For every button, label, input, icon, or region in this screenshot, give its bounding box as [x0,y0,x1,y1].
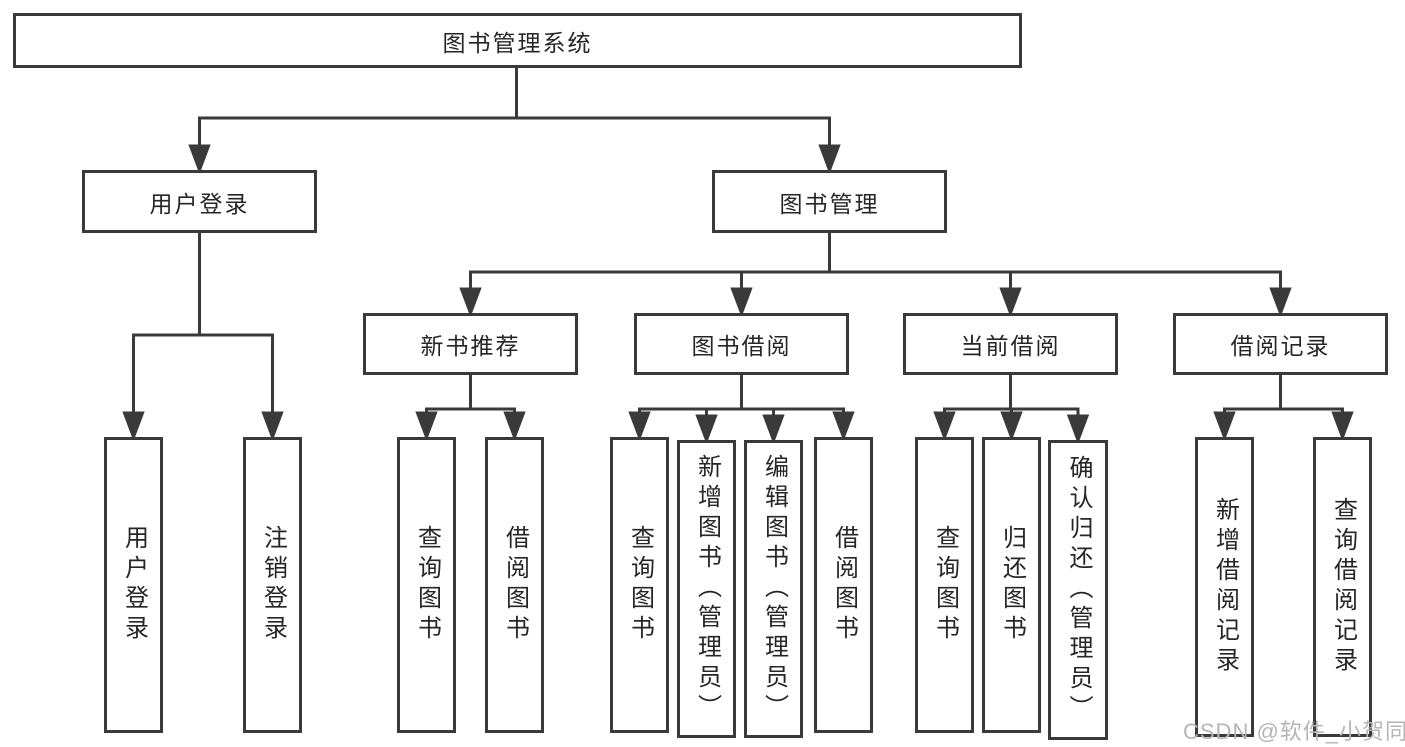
leaf-newbook-query-books: 查询图书 [397,437,456,733]
node-new-book-recommend-label: 新书推荐 [420,333,521,359]
leaf-current-query-books: 查询图书 [915,437,974,733]
node-book-management-label: 图书管理 [779,190,880,217]
leaf-borrow-edit-books-admin: 编辑图书（管理员） [744,440,803,738]
node-book-borrow: 图书借阅 [634,313,849,375]
node-current-borrow-label: 当前借阅 [960,333,1061,359]
connector-new-book-children [415,375,526,442]
leaf-user-login: 用户登录 [104,437,163,733]
leaf-borrow-add-books-admin: 新增图书（管理员） [677,440,736,738]
connector-root-to-level2 [188,68,841,175]
connector-current-borrow-children [933,375,1090,445]
connector-book-borrow-children [628,375,855,445]
leaf-newbook-borrow-books: 借阅图书 [485,437,544,733]
leaf-record-add-borrow-record: 新增借阅记录 [1195,437,1254,737]
node-root-system: 图书管理系统 [13,13,1022,68]
leaf-record-query-borrow-record: 查询借阅记录 [1313,437,1372,737]
node-user-login: 用户登录 [82,170,317,233]
leaf-borrow-borrow-books: 借阅图书 [814,437,873,733]
node-borrow-record-label: 借阅记录 [1230,333,1331,359]
connector-book-mgmt-children [459,233,1292,318]
leaf-logout: 注销登录 [243,437,302,733]
node-book-management: 图书管理 [712,170,947,233]
leaf-current-confirm-return-admin: 确认归还（管理员） [1048,440,1108,740]
node-current-borrow: 当前借阅 [903,313,1118,375]
leaf-current-return-books: 归还图书 [982,437,1041,733]
connector-borrow-record-children [1213,375,1354,442]
csdn-watermark: CSDN @软件_小贺同学 [1183,719,1405,744]
node-user-login-label: 用户登录 [149,190,250,217]
node-root-system-label: 图书管理系统 [442,29,593,56]
node-borrow-record: 借阅记录 [1173,313,1388,375]
leaf-borrow-query-books: 查询图书 [610,437,669,733]
node-new-book-recommend: 新书推荐 [363,313,578,375]
node-book-borrow-label: 图书借阅 [691,333,792,359]
connector-user-login-children [122,233,284,442]
